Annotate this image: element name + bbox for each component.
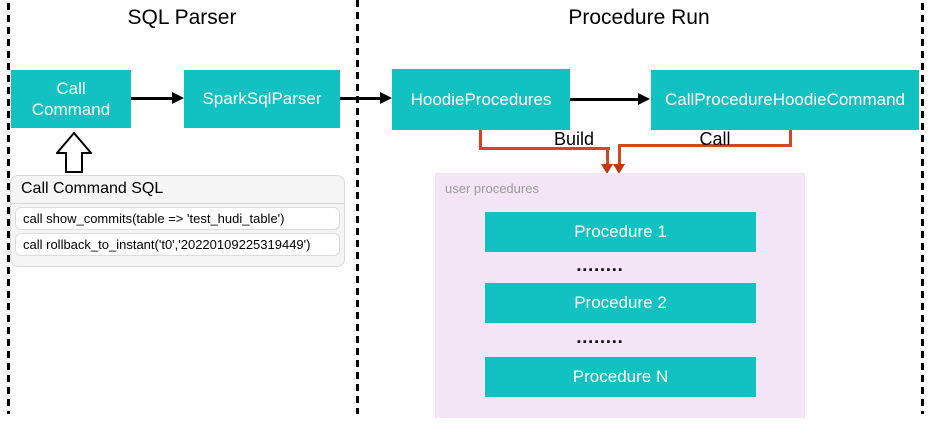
connector-segment <box>479 147 610 150</box>
down-arrowhead-icon <box>601 164 613 174</box>
flow-arrow-icon <box>131 92 184 104</box>
connector-segment <box>479 130 482 150</box>
down-arrowhead-icon <box>613 164 625 174</box>
section-title-sql-parser: SQL Parser <box>127 6 237 29</box>
up-arrow-icon <box>56 132 92 173</box>
flow-arrow-icon <box>570 93 650 105</box>
connector-segment <box>618 144 792 147</box>
dashed-border-right <box>921 3 924 414</box>
node-call-procedure-hoodie-command: CallProcedureHoodieCommand <box>651 70 919 130</box>
user-procedures-label: user procedures <box>445 181 539 196</box>
ellipsis-dots: ▪▪▪▪▪▪▪▪ <box>577 336 625 348</box>
sql-panel-title: Call Command SQL <box>11 176 344 204</box>
ellipsis-dots: ▪▪▪▪▪▪▪▪ <box>577 264 625 276</box>
procedure-box: Procedure 2 <box>485 283 756 323</box>
node-call-command: Call Command <box>11 70 131 128</box>
edge-label-build: Build <box>553 129 595 149</box>
sql-statement: call show_commits(table => 'test_hudi_ta… <box>15 207 340 230</box>
procedure-box: Procedure 1 <box>485 212 756 252</box>
procedure-box: Procedure N <box>485 357 756 397</box>
connector-segment <box>618 144 621 166</box>
edge-label-call: Call <box>699 129 731 149</box>
dashed-border-middle <box>356 0 359 414</box>
node-spark-sql-parser: SparkSqlParser <box>184 70 340 128</box>
dashed-border-left <box>7 3 10 414</box>
section-title-procedure-run: Procedure Run <box>568 6 710 29</box>
sql-statement: call rollback_to_instant('t0','202201092… <box>15 233 340 256</box>
flow-arrow-icon <box>340 92 392 104</box>
connector-segment <box>606 147 609 166</box>
user-procedures-container: user procedures Procedure 1 ▪▪▪▪▪▪▪▪ Pro… <box>435 173 805 418</box>
node-hoodie-procedures: HoodieProcedures <box>392 69 570 130</box>
sql-panel: Call Command SQL call show_commits(table… <box>10 175 345 267</box>
connector-segment <box>789 130 792 147</box>
